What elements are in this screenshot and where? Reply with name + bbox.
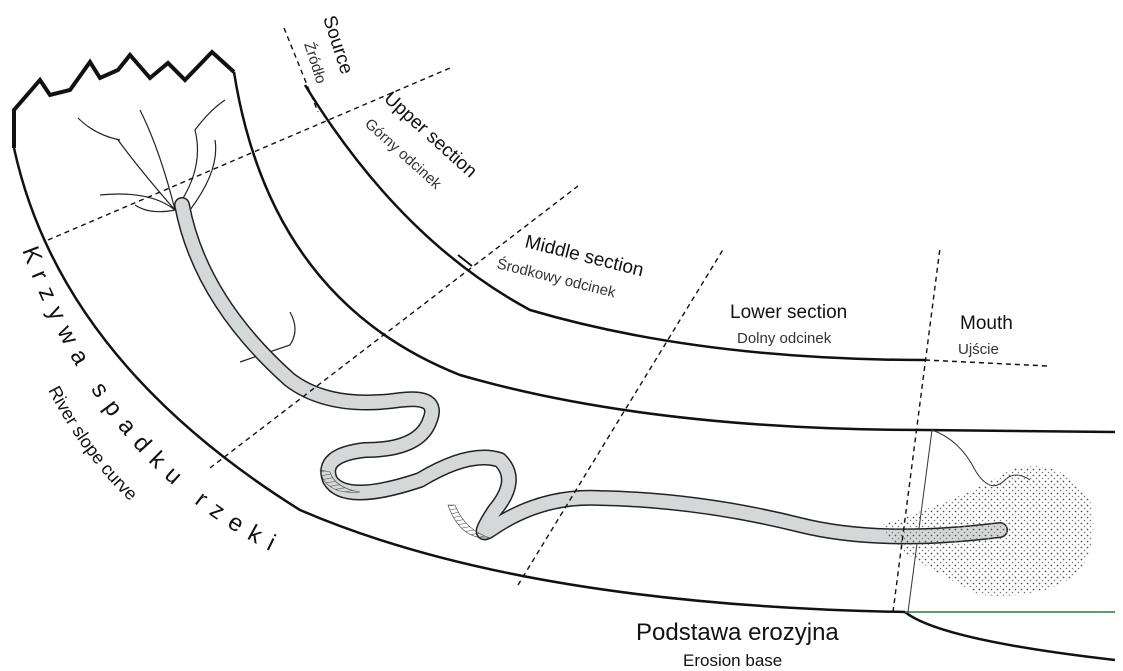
mountain-peaks xyxy=(14,52,234,148)
erosion-base-label-pl: Podstawa erozyjna xyxy=(636,619,839,646)
erosion-base-line xyxy=(905,612,1115,660)
mouth-label: Mouth xyxy=(960,313,1013,334)
delta-deposit xyxy=(880,466,1093,595)
profile-extension xyxy=(925,360,1048,366)
erosion-base-label-en: Erosion base xyxy=(683,651,782,670)
lower-section-label-pl: Dolny odcinek xyxy=(737,330,832,347)
valley-outer-curve xyxy=(14,148,905,612)
lower-section-label: Lower section xyxy=(730,302,847,323)
mouth-label-pl: Ujście xyxy=(958,341,999,358)
